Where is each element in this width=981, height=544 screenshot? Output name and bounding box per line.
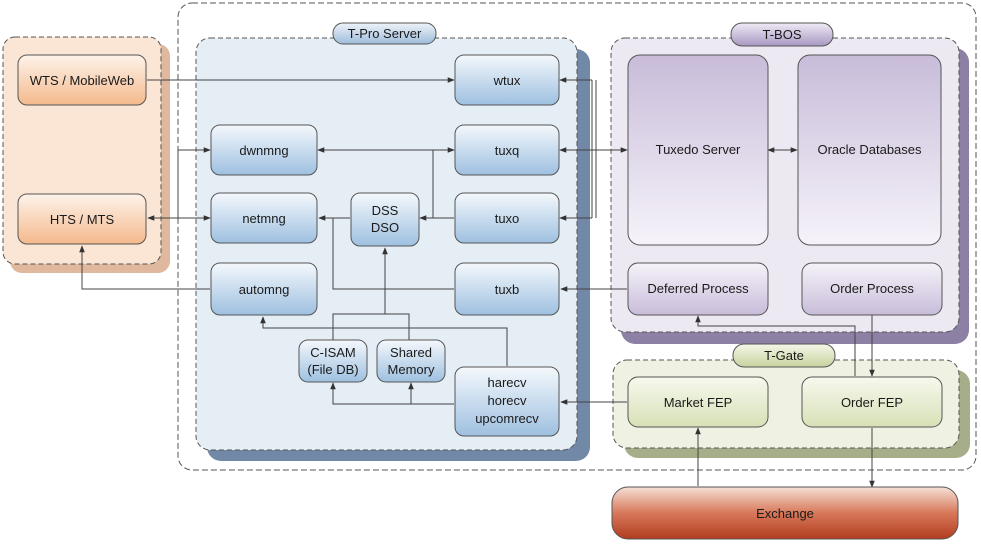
svg-text:T-Gate: T-Gate (764, 348, 804, 363)
edge-tuxb-netmng (332, 218, 454, 290)
svg-text:dwnmng: dwnmng (239, 143, 288, 158)
svg-text:T-Pro Server: T-Pro Server (348, 26, 422, 41)
edge-harecv-cisam (330, 382, 454, 405)
svg-text:(File DB): (File DB) (307, 362, 358, 377)
svg-text:horecv: horecv (487, 393, 527, 408)
system-boundary (177, 2, 977, 471)
edge-storage-bus (332, 313, 410, 340)
svg-text:upcomrecv: upcomrecv (475, 411, 539, 426)
tbos-tag: T-BOS (730, 22, 834, 47)
edge-hts-dwnmng (177, 147, 211, 218)
edge-automng-hts (79, 245, 210, 290)
node-tuxo: tuxo (454, 192, 560, 244)
node-order-process: Order Process (801, 262, 943, 316)
svg-text:Shared: Shared (390, 345, 432, 360)
svg-text:tuxo: tuxo (495, 211, 520, 226)
svg-text:Order Process: Order Process (830, 281, 914, 296)
node-wtux: wtux (454, 54, 560, 106)
node-netmng: netmng (210, 192, 318, 244)
connectors (79, 77, 875, 488)
svg-text:HTS / MTS: HTS / MTS (50, 212, 115, 227)
svg-text:tuxq: tuxq (495, 143, 520, 158)
tpro-tag: T-Pro Server (332, 22, 437, 45)
node-hts: HTS / MTS (17, 193, 147, 245)
tgate-tag: T-Gate (732, 343, 836, 368)
svg-text:DSO: DSO (371, 220, 399, 235)
svg-text:automng: automng (239, 282, 290, 297)
edge-harecv-automng (260, 316, 508, 366)
svg-text:Exchange: Exchange (756, 506, 814, 521)
svg-text:Oracle Databases: Oracle Databases (817, 142, 922, 157)
svg-text:DSS: DSS (372, 203, 399, 218)
node-cisam: C-ISAM (File DB) (298, 339, 368, 383)
svg-text:C-ISAM: C-ISAM (310, 345, 356, 360)
node-shared-memory: Shared Memory (376, 339, 446, 383)
node-tuxq: tuxq (454, 124, 560, 176)
svg-text:wtux: wtux (493, 73, 521, 88)
svg-text:Market FEP: Market FEP (664, 395, 733, 410)
node-tuxb: tuxb (454, 262, 560, 316)
svg-text:tuxb: tuxb (495, 282, 520, 297)
svg-text:Deferred Process: Deferred Process (647, 281, 749, 296)
svg-text:Order FEP: Order FEP (841, 395, 903, 410)
svg-text:Tuxedo Server: Tuxedo Server (656, 142, 741, 157)
edge-orderfep-deferred (695, 315, 856, 376)
node-wts: WTS / MobileWeb (17, 54, 147, 106)
svg-text:WTS / MobileWeb: WTS / MobileWeb (30, 73, 135, 88)
node-harecv: harecv horecv upcomrecv (454, 366, 560, 437)
node-exchange: Exchange (611, 486, 959, 540)
svg-text:harecv: harecv (487, 375, 527, 390)
svg-text:Memory: Memory (388, 362, 435, 377)
node-dss: DSS DSO (350, 192, 420, 247)
node-order-fep: Order FEP (801, 376, 943, 428)
node-market-fep: Market FEP (627, 376, 769, 428)
svg-text:netmng: netmng (242, 211, 285, 226)
node-dwnmng: dwnmng (210, 124, 318, 176)
node-deferred-process: Deferred Process (627, 262, 769, 316)
node-automng: automng (210, 262, 318, 316)
svg-text:T-BOS: T-BOS (762, 27, 801, 42)
node-oracle-databases: Oracle Databases (797, 54, 942, 246)
node-tuxedo-server: Tuxedo Server (627, 54, 769, 246)
